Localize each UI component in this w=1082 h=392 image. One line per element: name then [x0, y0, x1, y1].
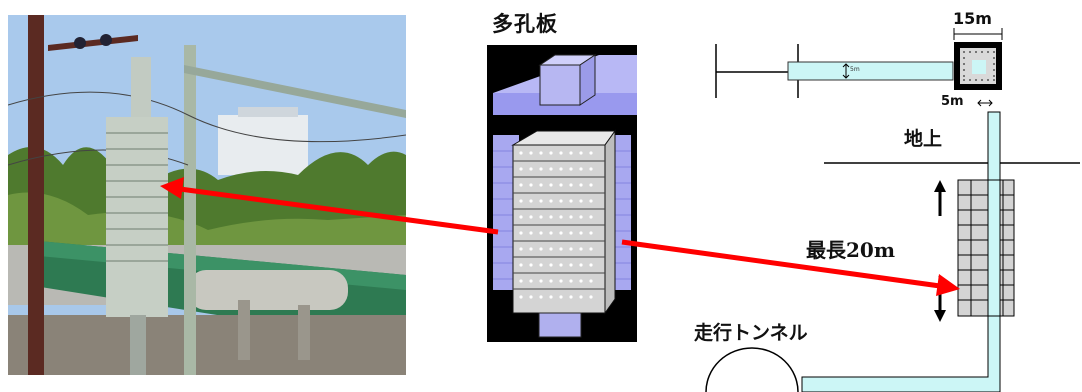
perforated-column — [511, 129, 616, 315]
arrow-to-shaft — [621, 239, 941, 289]
vertical-shaft — [801, 111, 1001, 392]
tunnel — [705, 347, 799, 392]
perforated-plate-diagram — [487, 45, 637, 342]
plan-shaft — [787, 61, 954, 81]
plate-title: 多孔板 — [492, 12, 558, 36]
label-max-length: 最長20m — [806, 238, 895, 262]
arrowhead-shaft — [936, 274, 960, 296]
site-photo — [8, 15, 406, 375]
photo-scene — [8, 15, 406, 375]
label-small-dim: 5m — [941, 94, 964, 109]
perforated-grid — [957, 179, 1015, 317]
arrow-to-photo — [179, 186, 499, 235]
label-width-top: 15m — [953, 9, 992, 28]
plan-view — [715, 28, 1003, 107]
label-tunnel: 走行トンネル — [694, 322, 808, 344]
perforated-plate-3d — [493, 54, 637, 338]
arrowhead-photo — [160, 177, 184, 199]
shaft-schematic — [705, 28, 1080, 392]
top-block — [539, 64, 581, 106]
label-ground: 地上 — [904, 128, 943, 150]
label-width-shaft: 5m — [850, 66, 860, 73]
bottom-block — [538, 312, 582, 338]
